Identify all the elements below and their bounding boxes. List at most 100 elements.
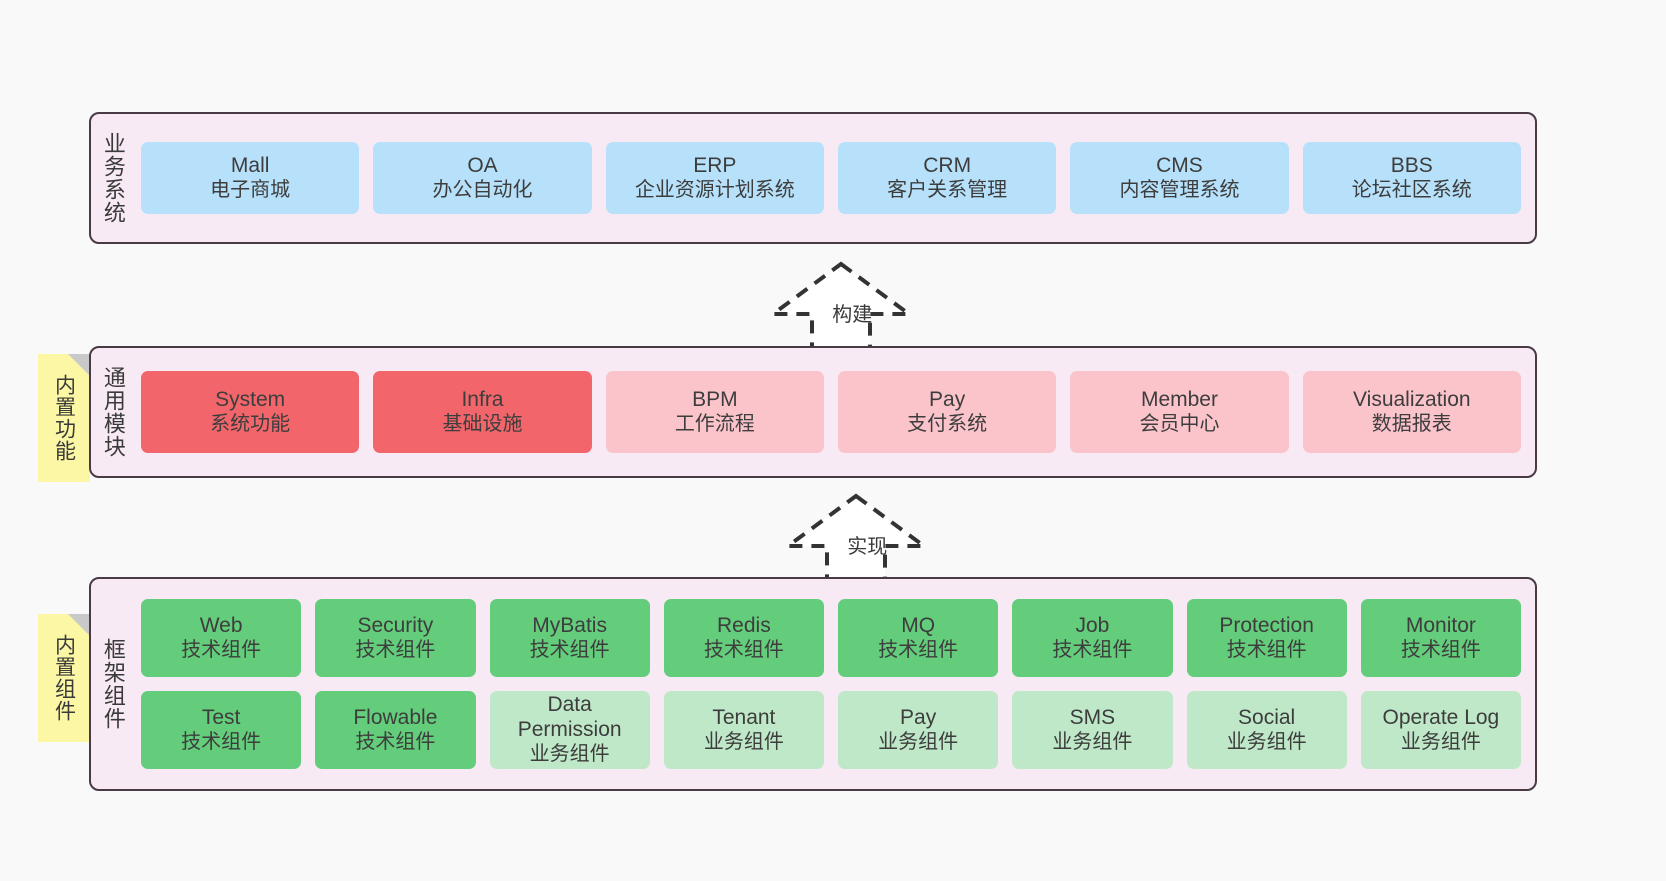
note-builtin-components-label: 内置组件 bbox=[52, 634, 76, 722]
box-bbs-desc: 论坛社区系统 bbox=[1351, 178, 1472, 201]
layer-common-modules-body: System 系统功能 Infra 基础设施 BPM 工作流程 Pay 支付系统… bbox=[135, 348, 1535, 476]
box-security-name: Security bbox=[357, 613, 434, 637]
note-builtin-components: 内置组件 bbox=[38, 614, 90, 742]
layer-business-systems: 业务系统 Mall 电子商城 OA 办公自动化 ERP 企业资源计划系统 CRM… bbox=[89, 112, 1537, 244]
box-social-name: Social bbox=[1238, 705, 1296, 729]
box-mall[interactable]: Mall 电子商城 bbox=[141, 142, 360, 214]
arrow-implement: 实现 bbox=[781, 490, 931, 588]
box-mybatis-desc: 技术组件 bbox=[529, 638, 610, 661]
box-member-name: Member bbox=[1140, 387, 1218, 411]
box-monitor-name: Monitor bbox=[1405, 613, 1476, 637]
box-monitor[interactable]: Monitor 技术组件 bbox=[1360, 599, 1521, 677]
box-visualization-desc: 数据报表 bbox=[1371, 412, 1452, 435]
box-pay-component-name: Pay bbox=[900, 705, 937, 729]
framework-tech-row: Web 技术组件 Security 技术组件 MyBatis 技术组件 Redi… bbox=[141, 599, 1521, 677]
box-infra-desc: 基础设施 bbox=[442, 412, 523, 435]
box-pay-module[interactable]: Pay 支付系统 bbox=[837, 371, 1057, 453]
box-pay-component-desc: 业务组件 bbox=[878, 730, 959, 753]
box-system-name: System bbox=[215, 387, 286, 411]
box-oa-desc: 办公自动化 bbox=[432, 178, 533, 201]
box-mybatis[interactable]: MyBatis 技术组件 bbox=[489, 599, 650, 677]
box-data-permission-name: Data Permission bbox=[517, 693, 622, 742]
layer-common-modules: 通用模块 System 系统功能 Infra 基础设施 BPM 工作流程 Pay… bbox=[89, 346, 1537, 478]
box-security[interactable]: Security 技术组件 bbox=[315, 599, 476, 677]
box-social[interactable]: Social 业务组件 bbox=[1186, 691, 1347, 769]
box-oa[interactable]: OA 办公自动化 bbox=[373, 142, 592, 214]
box-cms[interactable]: CMS 内容管理系统 bbox=[1070, 142, 1289, 214]
layer-common-modules-label: 通用模块 bbox=[100, 366, 126, 458]
box-cms-desc: 内容管理系统 bbox=[1119, 178, 1240, 201]
box-mall-name: Mall bbox=[230, 153, 270, 177]
business-systems-row: Mall 电子商城 OA 办公自动化 ERP 企业资源计划系统 CRM 客户关系… bbox=[141, 142, 1521, 214]
box-crm-desc: 客户关系管理 bbox=[887, 178, 1008, 201]
box-mq[interactable]: MQ 技术组件 bbox=[838, 599, 999, 677]
box-protection-name: Protection bbox=[1219, 613, 1314, 637]
box-cms-name: CMS bbox=[1156, 153, 1203, 177]
box-tenant-desc: 业务组件 bbox=[703, 730, 784, 753]
box-visualization[interactable]: Visualization 数据报表 bbox=[1302, 371, 1521, 453]
box-oa-name: OA bbox=[467, 153, 498, 177]
box-test-name: Test bbox=[201, 705, 241, 729]
box-infra-name: Infra bbox=[461, 387, 504, 411]
box-mall-desc: 电子商城 bbox=[210, 178, 291, 201]
box-sms-desc: 业务组件 bbox=[1052, 730, 1133, 753]
box-job-name: Job bbox=[1075, 613, 1110, 637]
box-system[interactable]: System 系统功能 bbox=[141, 371, 360, 453]
box-flowable-name: Flowable bbox=[353, 705, 438, 729]
box-test-desc: 技术组件 bbox=[181, 730, 262, 753]
layer-business-systems-label: 业务系统 bbox=[100, 132, 126, 224]
box-data-permission[interactable]: Data Permission 业务组件 bbox=[489, 691, 650, 769]
box-system-desc: 系统功能 bbox=[210, 412, 291, 435]
box-mybatis-name: MyBatis bbox=[532, 613, 607, 637]
box-operate-log-name: Operate Log bbox=[1382, 705, 1500, 729]
box-member[interactable]: Member 会员中心 bbox=[1070, 371, 1289, 453]
box-mq-desc: 技术组件 bbox=[878, 638, 959, 661]
box-bpm[interactable]: BPM 工作流程 bbox=[605, 371, 824, 453]
box-data-permission-desc: 业务组件 bbox=[529, 742, 610, 765]
note-fold-corner-icon bbox=[68, 614, 90, 636]
box-redis-name: Redis bbox=[717, 613, 771, 637]
box-sms[interactable]: SMS 业务组件 bbox=[1012, 691, 1173, 769]
layer-framework-components: 框架组件 Web 技术组件 Security 技术组件 MyBatis 技术组件… bbox=[89, 577, 1537, 791]
box-test[interactable]: Test 技术组件 bbox=[141, 691, 302, 769]
box-job[interactable]: Job 技术组件 bbox=[1012, 599, 1173, 677]
note-builtin-functions-label: 内置功能 bbox=[52, 374, 76, 462]
box-crm[interactable]: CRM 客户关系管理 bbox=[837, 142, 1057, 214]
box-bbs-name: BBS bbox=[1390, 153, 1433, 177]
arrow-build: 构建 bbox=[766, 258, 916, 356]
box-erp-name: ERP bbox=[693, 153, 737, 177]
arrow-implement-label: 实现 bbox=[847, 536, 888, 558]
common-modules-row: System 系统功能 Infra 基础设施 BPM 工作流程 Pay 支付系统… bbox=[141, 371, 1521, 453]
box-web[interactable]: Web 技术组件 bbox=[141, 599, 302, 677]
box-pay-module-desc: 支付系统 bbox=[907, 412, 988, 435]
box-crm-name: CRM bbox=[923, 153, 972, 177]
box-redis-desc: 技术组件 bbox=[703, 638, 784, 661]
box-redis[interactable]: Redis 技术组件 bbox=[663, 599, 824, 677]
box-job-desc: 技术组件 bbox=[1052, 638, 1133, 661]
box-pay-component[interactable]: Pay 业务组件 bbox=[838, 691, 999, 769]
box-tenant[interactable]: Tenant 业务组件 bbox=[663, 691, 824, 769]
box-bpm-name: BPM bbox=[692, 387, 738, 411]
box-bbs[interactable]: BBS 论坛社区系统 bbox=[1302, 142, 1521, 214]
box-flowable-desc: 技术组件 bbox=[355, 730, 436, 753]
framework-business-row: Test 技术组件 Flowable 技术组件 Data Permission … bbox=[141, 691, 1521, 769]
box-bpm-desc: 工作流程 bbox=[674, 412, 755, 435]
note-builtin-functions: 内置功能 bbox=[38, 354, 90, 482]
box-sms-name: SMS bbox=[1069, 705, 1116, 729]
note-fold-corner-icon bbox=[68, 354, 90, 376]
box-protection[interactable]: Protection 技术组件 bbox=[1186, 599, 1347, 677]
arrow-build-label: 构建 bbox=[832, 304, 873, 326]
box-visualization-name: Visualization bbox=[1353, 387, 1471, 411]
box-monitor-desc: 技术组件 bbox=[1400, 638, 1481, 661]
box-member-desc: 会员中心 bbox=[1139, 412, 1220, 435]
box-flowable[interactable]: Flowable 技术组件 bbox=[315, 691, 476, 769]
box-mq-name: MQ bbox=[901, 613, 936, 637]
box-social-desc: 业务组件 bbox=[1226, 730, 1307, 753]
box-security-desc: 技术组件 bbox=[355, 638, 436, 661]
box-erp[interactable]: ERP 企业资源计划系统 bbox=[605, 142, 824, 214]
box-infra[interactable]: Infra 基础设施 bbox=[373, 371, 592, 453]
layer-framework-components-body: Web 技术组件 Security 技术组件 MyBatis 技术组件 Redi… bbox=[135, 579, 1535, 789]
box-operate-log[interactable]: Operate Log 业务组件 bbox=[1360, 691, 1521, 769]
box-operate-log-desc: 业务组件 bbox=[1400, 730, 1481, 753]
